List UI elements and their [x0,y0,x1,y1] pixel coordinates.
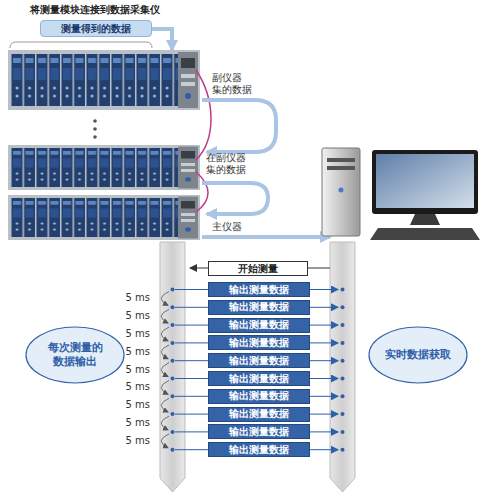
output-rows [161,288,344,452]
instrument-rack [8,145,200,190]
instrument-rack [8,50,200,110]
timeline-bar [160,242,185,492]
interval-arc [161,434,169,448]
sample-dot [171,305,175,309]
sample-dot [341,394,345,398]
flow-label: 在副仪器 集的数据 [206,152,264,176]
interval-arc [161,309,169,323]
sample-dot [171,341,175,345]
node-text: 输出测量数据 [229,426,289,438]
output-box: 输出测量数据 [208,407,310,422]
node-text: 输出测量数据 [229,284,289,296]
sample-dot [341,359,345,363]
interval-arc [161,416,169,430]
sample-dot [171,394,175,398]
output-box: 输出测量数据 [208,353,310,368]
cable [196,70,211,160]
ellipse-shape [26,327,124,383]
monitor-stand [410,214,440,225]
power-button [339,188,344,193]
node-text: 输出测量数据 [229,355,289,367]
node-text: 输出测量数据 [229,337,289,349]
interval-arc [161,327,169,341]
start-box: 开始测量 [208,261,308,276]
node-text: 输出测量数据 [229,408,289,420]
interval-arc [161,292,169,306]
note-ellipse: 实时数据获取 [368,326,468,384]
output-box: 输出测量数据 [208,300,310,315]
interval-label: 5 ms [110,328,150,340]
node-text: 开始测量 [238,263,278,275]
sample-dot [341,305,345,309]
interval-arc [161,363,169,377]
keyboard [370,228,480,240]
interval-label: 5 ms [110,435,150,447]
data-flow-arrow [202,100,276,152]
interval-arc [161,345,169,359]
output-box: 输出测量数据 [208,371,310,386]
output-box: 输出测量数据 [208,318,310,333]
node-text: 输出测量数据 [229,373,289,385]
output-box: 输出测量数据 [208,282,310,297]
interval-label: 5 ms [110,381,150,393]
sample-dot [341,341,345,345]
interval-label: 5 ms [110,310,150,322]
output-box: 输出测量数据 [208,389,310,404]
sample-dot [171,377,175,381]
interval-label: 5 ms [110,364,150,376]
sample-dot [341,412,345,416]
sample-dot [341,430,345,434]
data-flow-arrow [152,29,172,50]
sample-dot [341,377,345,381]
diagram-title: 将测量模块连接到数据采集仪 [30,4,160,16]
instrument-rack [8,195,200,240]
monitor [372,150,478,214]
sample-dot [341,323,345,327]
drive-slot [327,158,355,162]
sample-dot [171,288,175,292]
flow-label: 副仪器 集的数据 [212,72,256,96]
node-text: 每次测量的 数据输出 [35,341,115,369]
interval-label: 5 ms [110,292,150,304]
screen [376,154,474,208]
ellipsis-dot [93,119,97,123]
bracket [10,42,152,48]
output-box: 输出测量数据 [208,335,310,350]
sample-dot [171,323,175,327]
interval-label: 5 ms [110,417,150,429]
data-box: 测量得到的数据 [40,20,152,37]
ellipse-shape [369,327,467,383]
instrument-label: 主仪器 [212,221,242,233]
sample-dot [171,448,175,452]
pc-tower [322,148,360,236]
node-text: 输出测量数据 [229,444,289,456]
node-text: 输出测量数据 [229,319,289,331]
interval-arc [161,398,169,412]
data-flow-arrow [202,235,330,239]
data-flow-arrow [202,183,268,214]
sample-dot [341,448,345,452]
note-ellipse: 每次测量的 数据输出 [25,326,125,384]
cable [196,172,208,212]
ellipsis-dot [93,127,97,131]
sample-dot [171,430,175,434]
output-box: 输出测量数据 [208,442,310,457]
interval-label: 5 ms [110,346,150,358]
drive-slot [327,166,355,170]
interval-label: 5 ms [110,399,150,411]
timeline-bar [330,242,355,492]
node-text: 实时数据获取 [378,348,458,362]
sample-dot [171,359,175,363]
node-text: 输出测量数据 [229,301,289,313]
sample-dot [171,412,175,416]
ellipsis-dot [93,135,97,139]
interval-arc [161,381,169,395]
sample-dot [341,288,345,292]
node-text: 测量得到的数据 [61,23,131,35]
output-box: 输出测量数据 [208,424,310,439]
node-text: 输出测量数据 [229,390,289,402]
